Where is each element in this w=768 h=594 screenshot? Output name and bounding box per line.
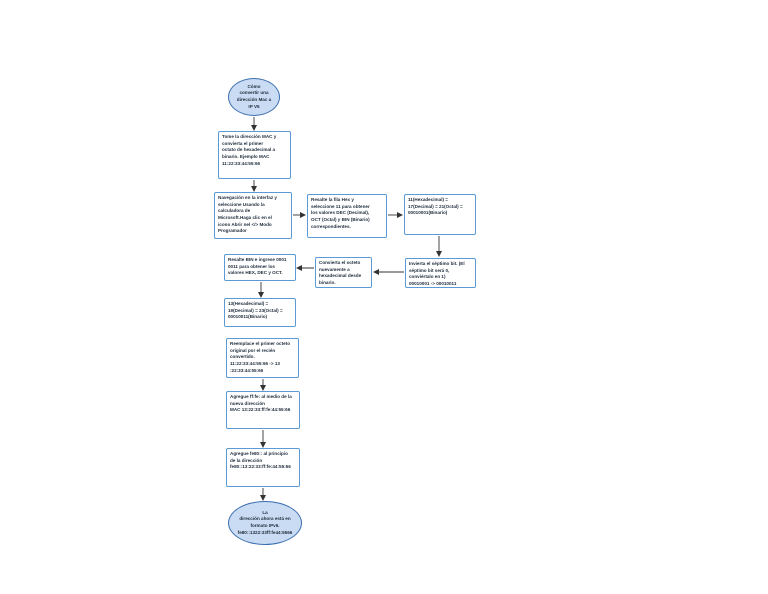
step-convert-first-octet: Tome la dirección MAC y convierta el pri… bbox=[218, 131, 291, 179]
step-hex-values: 11(Hexadecimal) = 17(Decimal) = 21(Octal… bbox=[404, 194, 476, 235]
step-highlight-hex: Resalte la fila Hex y seleccione 11 para… bbox=[307, 194, 387, 238]
step-invert-seventh-bit: Invierta el séptimo bit. (El séptimo bit… bbox=[405, 258, 476, 288]
step-new-octet-values: 13(Hexadecimal) = 19(Decimal) = 23(Octal… bbox=[224, 298, 296, 327]
step-convert-back-hex: Convierta el octeto nuevamente a hexadec… bbox=[315, 257, 372, 288]
end-oval: La dirección ahora está en formato IPv6.… bbox=[228, 501, 302, 545]
step-add-fe80: Agregue fe80:: al principio de la direcc… bbox=[226, 448, 300, 487]
step-replace-octet: Reemplace el primer octeto original por … bbox=[226, 338, 299, 378]
step-highlight-bin: Resalte BIN e ingrese 0001 0011 para obt… bbox=[224, 254, 296, 281]
step-open-calculator: Navegación en la interfaz y seleccione U… bbox=[214, 192, 292, 239]
step-add-fffe: Agregue ff:fe: al medio de la nueva dire… bbox=[226, 391, 300, 429]
start-oval: Cómo convertir una dirección Mac a IP V6 bbox=[228, 78, 280, 116]
